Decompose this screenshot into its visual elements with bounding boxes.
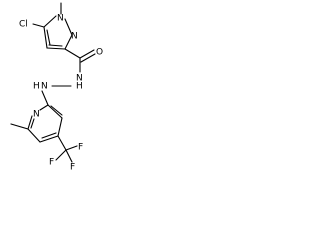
bond-c3-c4	[46, 47, 66, 50]
bond-nh-c2	[41, 90, 49, 106]
atom-hydrazine-n: N	[41, 82, 48, 92]
bond-cf3-f1	[65, 145, 78, 151]
bond-c2-c3-inner	[50, 105, 63, 116]
atom-f3: F	[70, 163, 75, 173]
bond-c3-c4-inner	[48, 44, 63, 47]
bond-n-c2	[39, 104, 49, 111]
atom-carbonyl-o: O	[96, 48, 103, 58]
bond-c5-n1	[43, 15, 57, 28]
atom-hydrazine-h: H	[33, 82, 40, 92]
bond-c5-cl	[32, 23, 45, 28]
bond-c2-c3	[47, 104, 63, 119]
chemical-structure: Cl N N O N H H N N F F F	[10, 2, 103, 173]
bond-c3-c4p	[57, 117, 63, 137]
bond-cf3-f3	[65, 149, 73, 163]
bond-c4-c5-inner	[46, 29, 51, 46]
atom-labels: Cl N N O N H H N N F F F	[19, 14, 103, 173]
bond-carbonyl-o-double	[80, 53, 96, 63]
atom-f1: F	[78, 143, 83, 153]
bond-n2-c3	[64, 34, 73, 50]
bond-carbonyl-o	[79, 49, 95, 59]
bond-cf3-f2	[55, 149, 67, 161]
atom-f2: F	[49, 158, 54, 168]
bond-c4p-c5p-inner	[41, 132, 57, 139]
bond-c6p-n	[27, 115, 33, 130]
atom-amide-h: H	[76, 82, 83, 92]
atom-pyrazole-n1: N	[57, 14, 64, 24]
bond-c4p-cf3	[57, 135, 67, 151]
atom-amide-n: N	[76, 74, 83, 84]
bond-c5p-c6p	[27, 128, 41, 143]
bonds	[10, 2, 96, 163]
bond-c6p-methyl	[10, 123, 29, 130]
atom-pyrazole-n2: N	[71, 32, 78, 42]
bond-c4-c5	[43, 26, 48, 49]
bond-n1-n2	[64, 18, 73, 36]
bond-c3-carbonyl	[64, 48, 81, 59]
atom-cl: Cl	[19, 20, 28, 30]
bond-c6p-n-inner	[30, 118, 35, 129]
bond-c4p-c5p	[39, 135, 59, 143]
atom-pyridine-n: N	[33, 110, 40, 120]
